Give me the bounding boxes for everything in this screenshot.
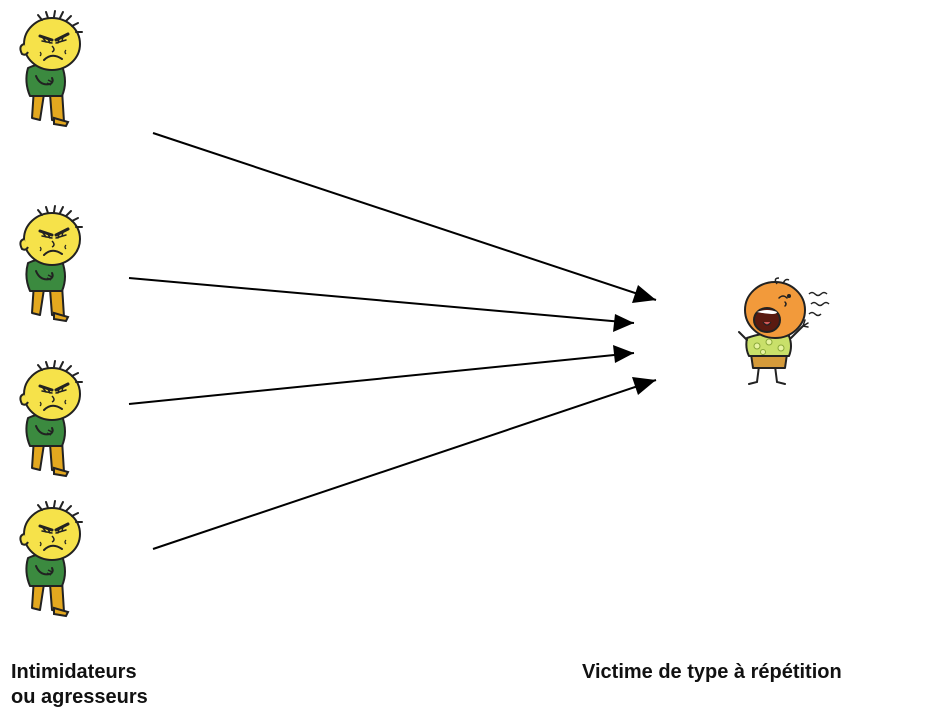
arrow-2 [128,277,635,324]
arrowhead-2 [613,314,634,332]
bullies-label-line1: Intimidateurs [11,661,137,683]
arrowhead-4 [632,377,656,395]
angry-child-icon [18,359,84,478]
bullies-label: Intimidateurs ou agresseurs [11,660,148,710]
angry-child-icon [18,204,84,323]
bullies-label-line2: ou agresseurs [11,686,148,708]
screaming-child-icon [738,277,830,385]
arrow-3 [128,352,635,405]
victim-label: Victime de type à répétition [582,661,842,683]
bullies-group [18,9,84,618]
arrow-1 [152,132,657,301]
angry-child-icon [18,499,84,618]
victim-group [738,277,830,385]
angry-child-icon [18,9,84,128]
arrows-group [128,132,657,550]
arrowhead-1 [632,285,656,303]
arrowhead-3 [613,345,634,363]
arrow-4 [152,379,657,550]
